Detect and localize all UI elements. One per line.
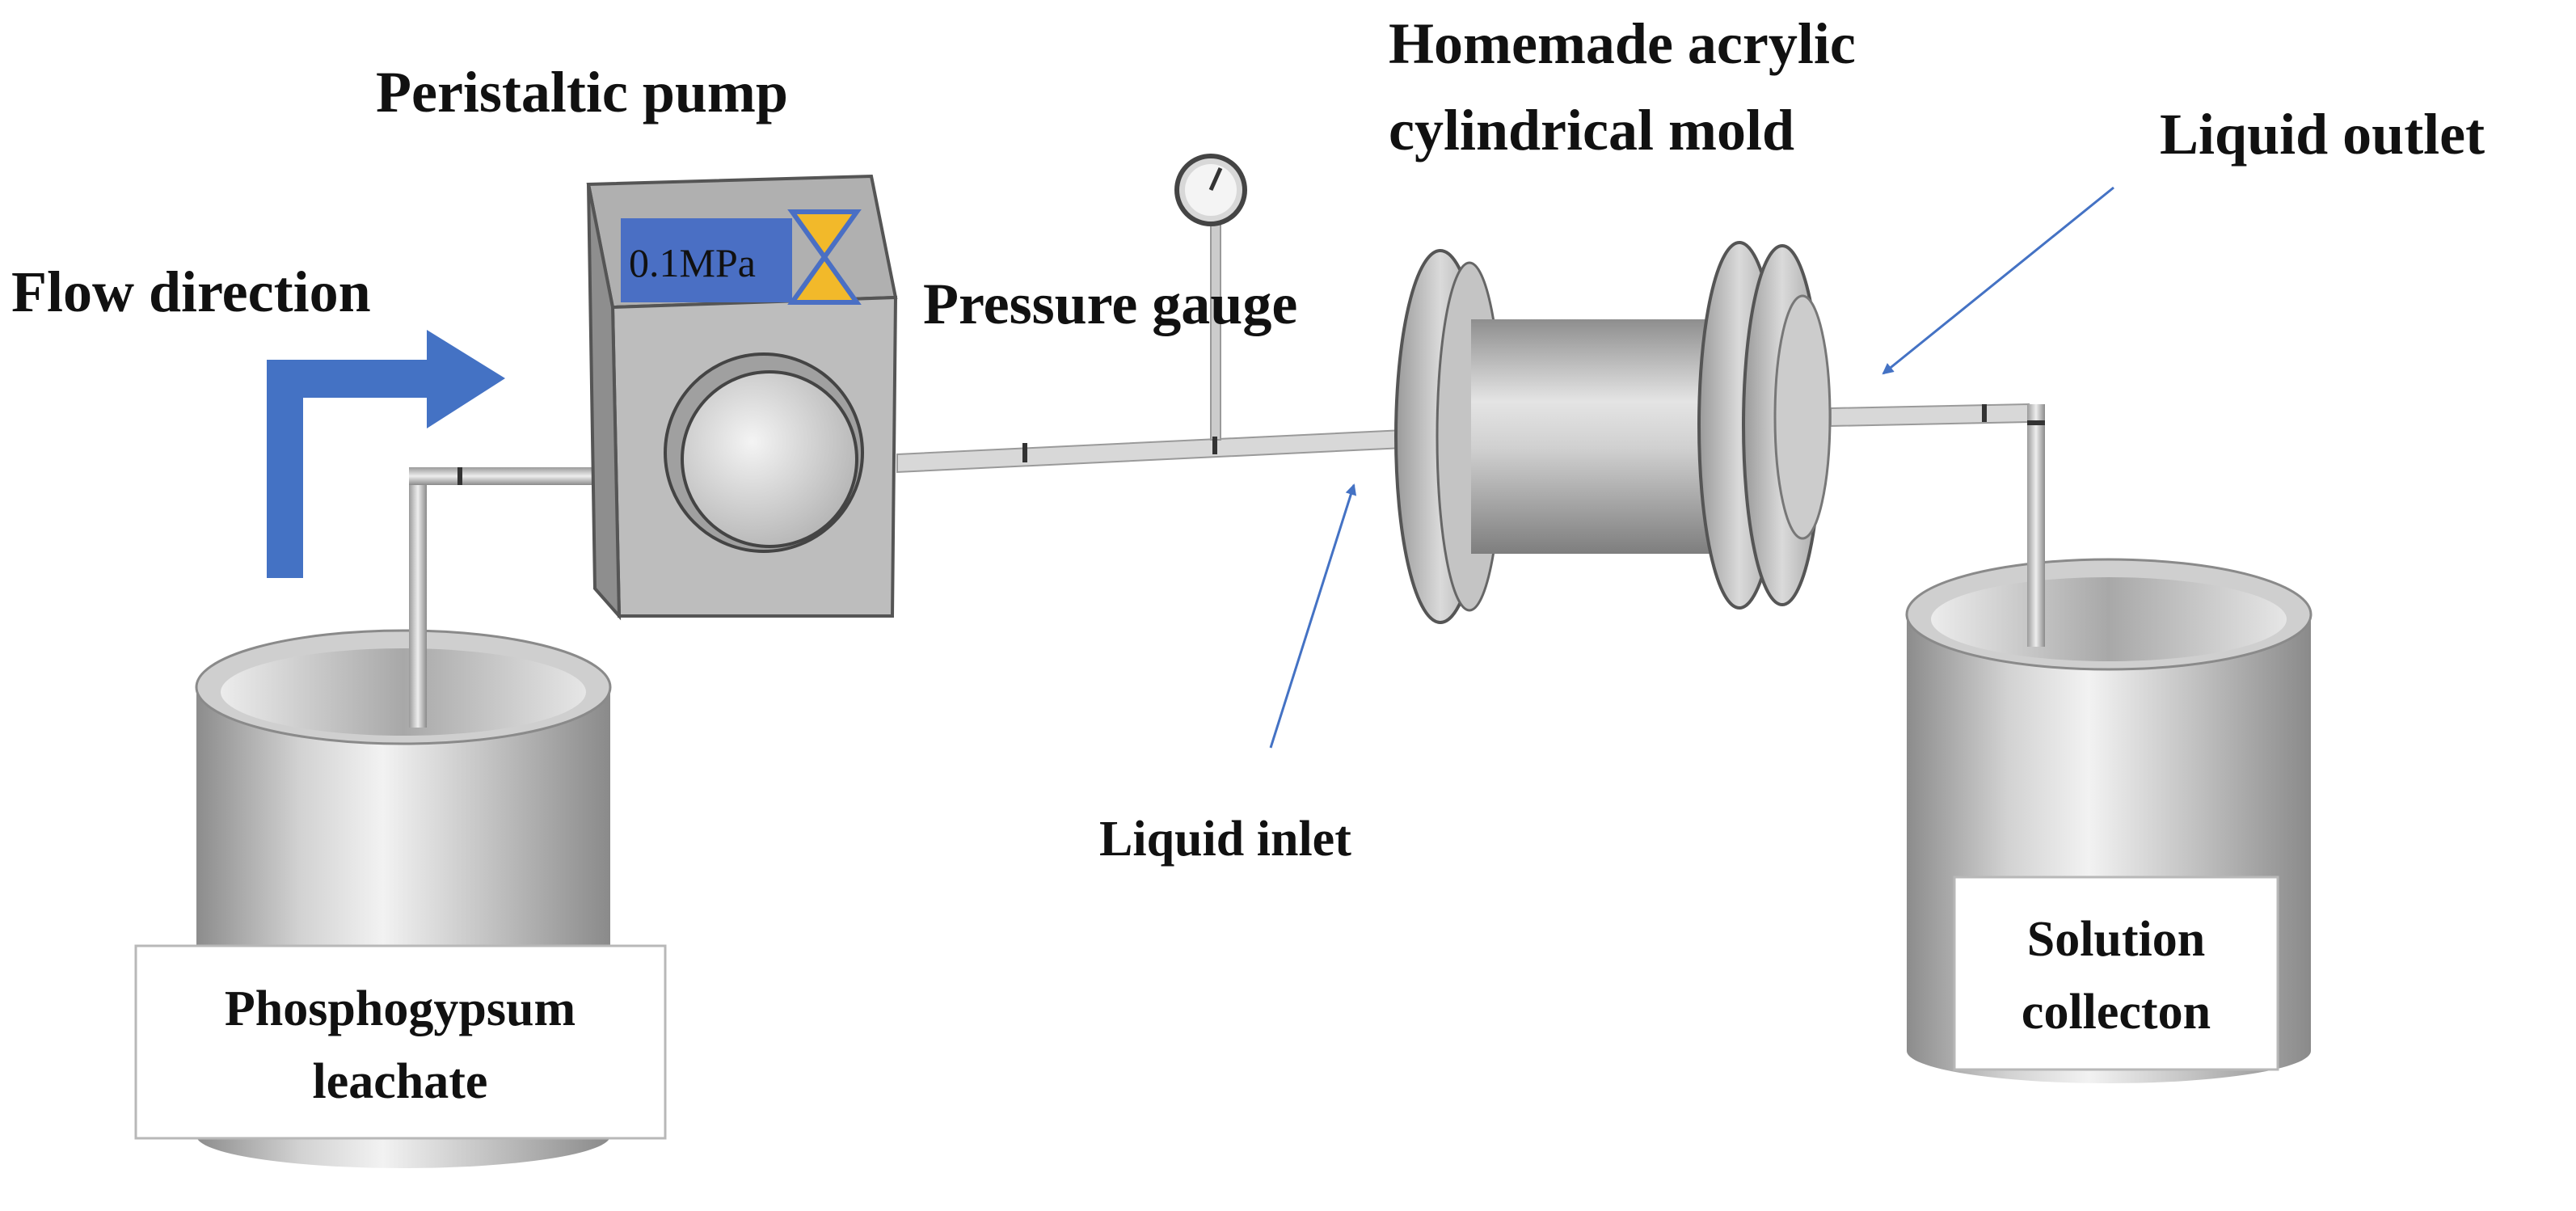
liquid-inlet-label: Liquid inlet <box>1099 812 1351 867</box>
pressure-gauge <box>1174 154 1247 226</box>
gauge-needle-icon <box>1208 167 1223 192</box>
pump-label: Peristaltic pump <box>376 60 788 124</box>
leachate-label-line1: Phosphogypsum <box>225 981 575 1036</box>
flow-direction-label: Flow direction <box>11 260 371 324</box>
mold-label-line1: Homemade acrylic <box>1389 11 1856 76</box>
pump-display-value: 0.1MPa <box>629 240 756 285</box>
peristaltic-pump: 0.1MPa <box>586 174 898 621</box>
hourglass-icon <box>787 209 862 305</box>
liquid-outlet-pointer <box>1882 186 2114 375</box>
pump-display <box>621 218 792 302</box>
liquid-inlet-pointer <box>1269 483 1357 749</box>
pump-rotor-icon <box>681 370 858 548</box>
leachate-label-line2: leachate <box>313 1054 488 1109</box>
liquid-outlet-label: Liquid outlet <box>2160 102 2485 167</box>
collection-label-line1: Solution <box>2027 912 2206 967</box>
pressure-gauge-label: Pressure gauge <box>923 272 1297 336</box>
collection-label-box <box>1953 876 2279 1071</box>
leachate-label-box <box>134 944 667 1140</box>
mold-label-line2: cylindrical mold <box>1389 98 1794 162</box>
flow-direction-arrow <box>267 330 505 578</box>
cylindrical-mold <box>1394 241 1832 624</box>
collection-label-line2: collecton <box>2022 985 2211 1040</box>
